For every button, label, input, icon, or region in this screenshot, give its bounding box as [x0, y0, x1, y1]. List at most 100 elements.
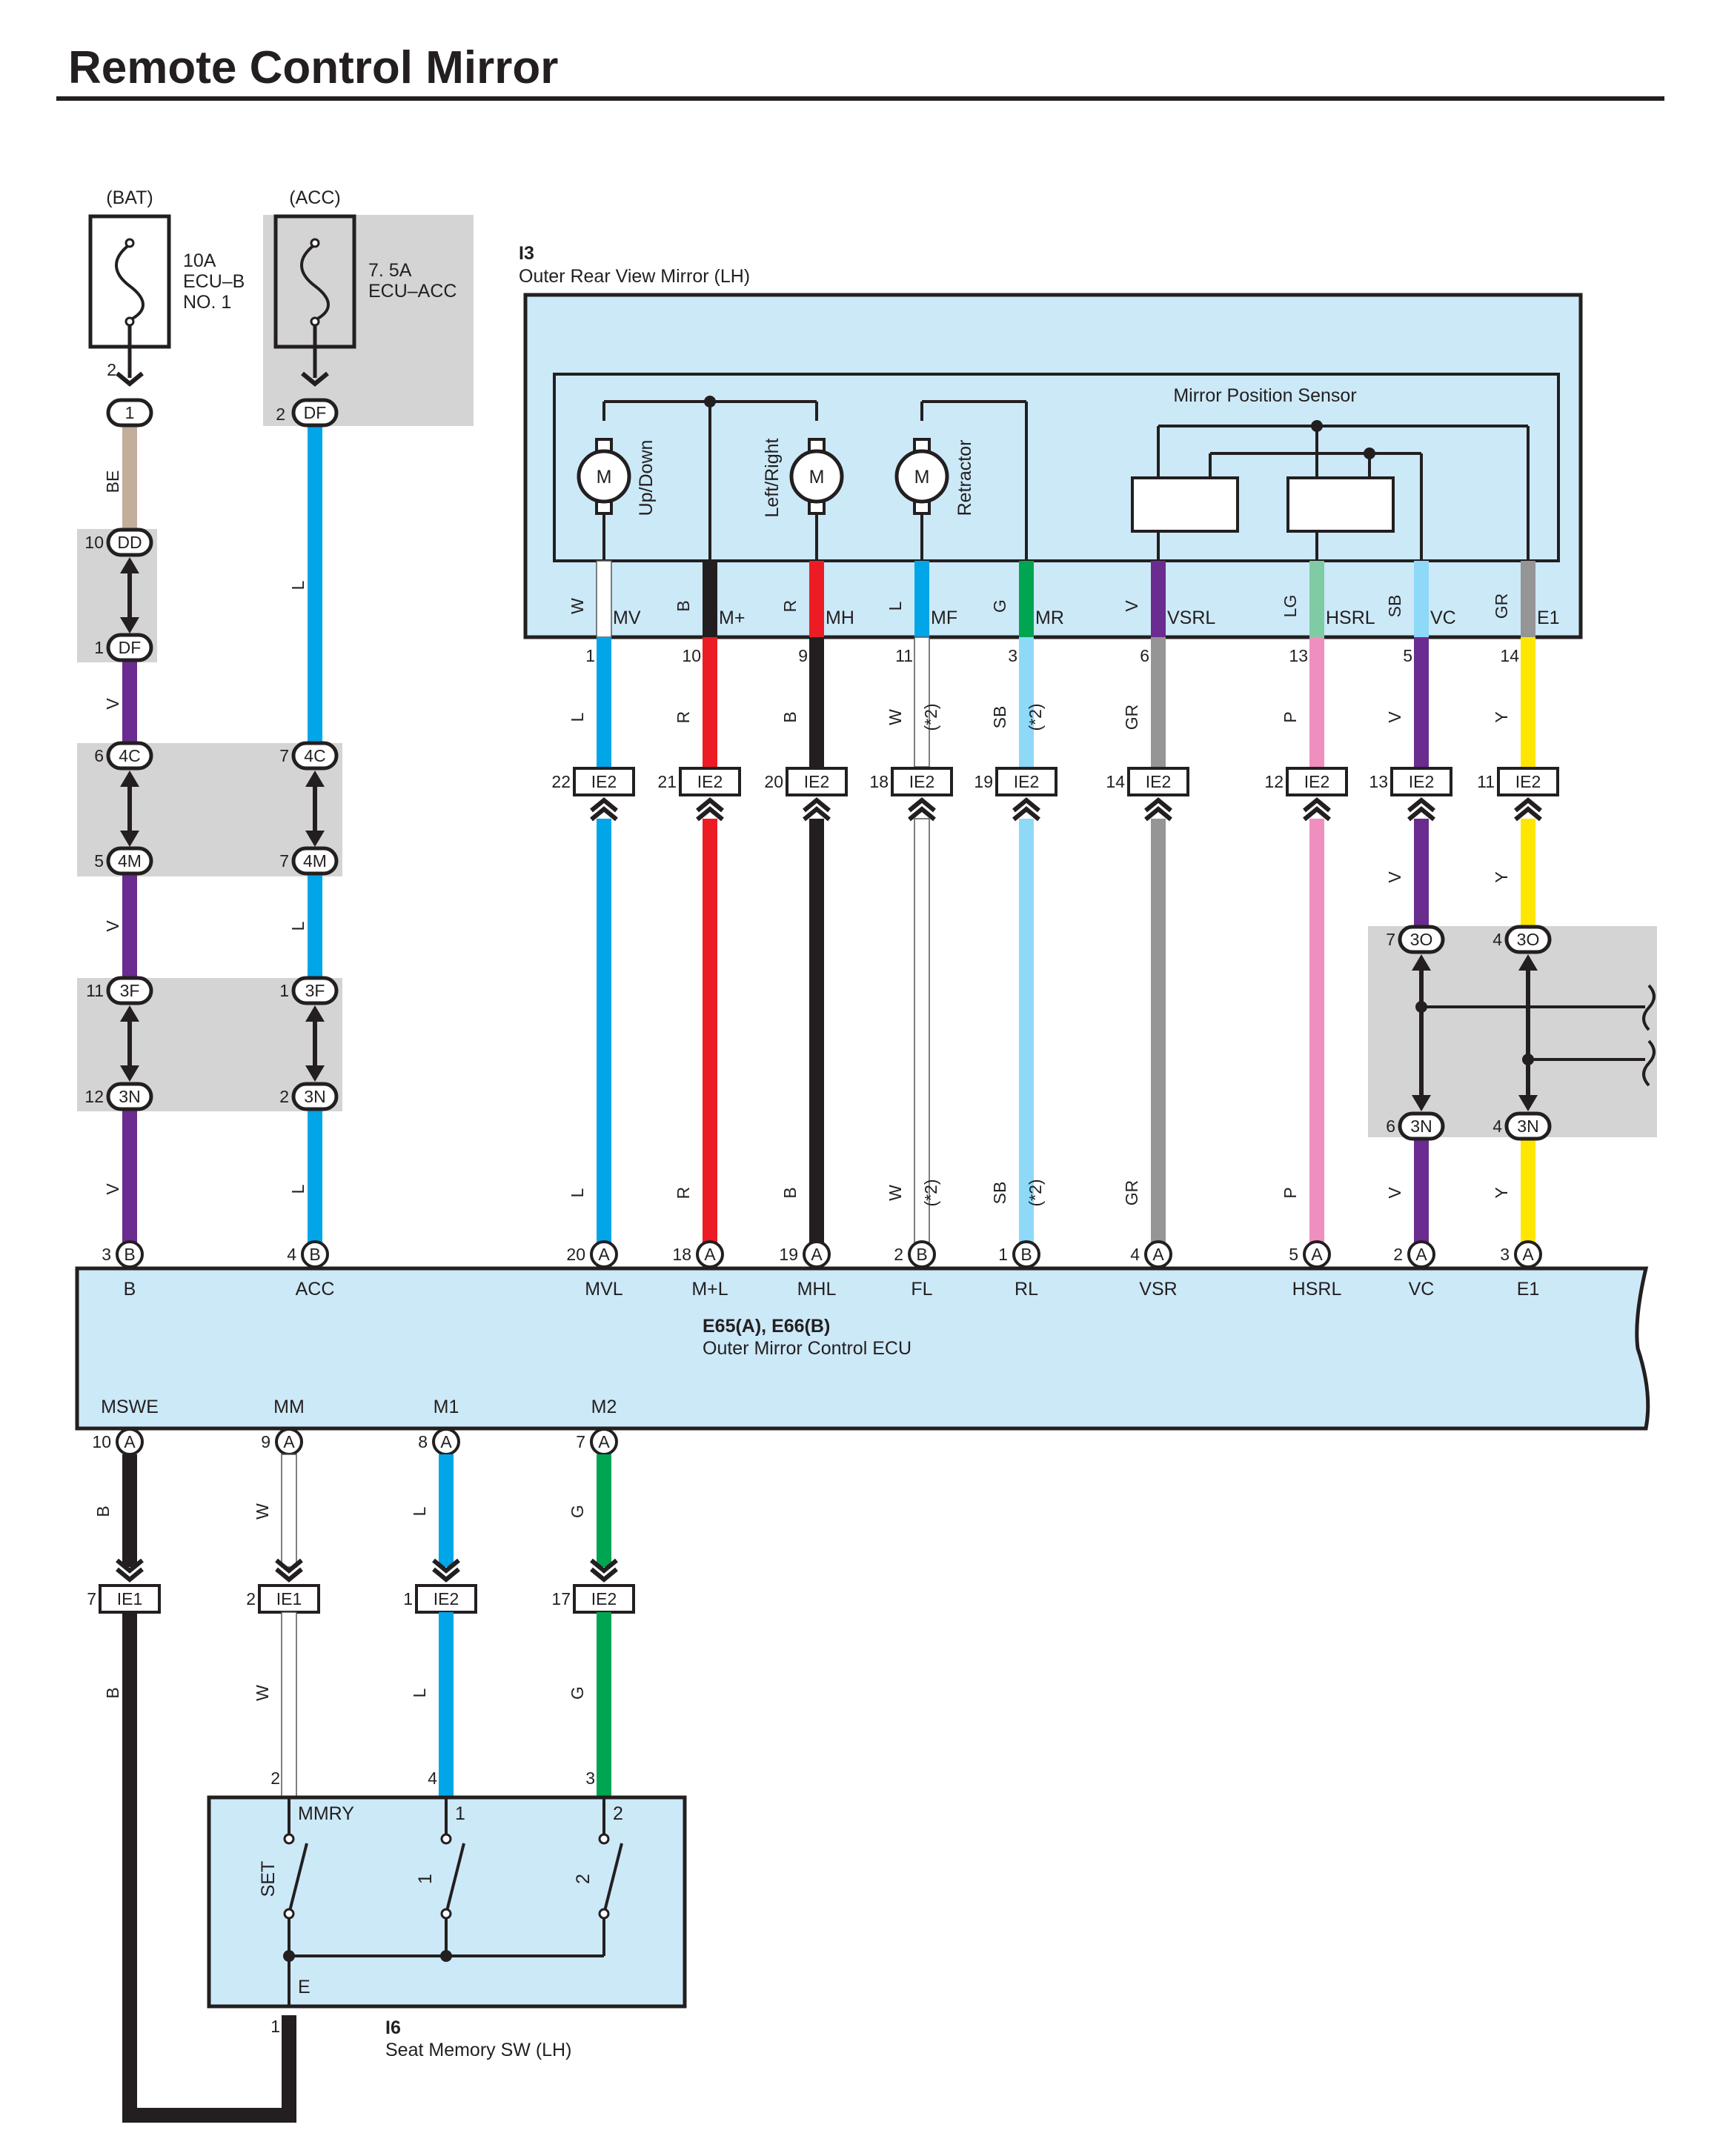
ecu-top-pin — [1144, 1240, 1172, 1268]
lower-wire-lower — [281, 1611, 297, 1797]
terminal-wire-color: R — [780, 600, 800, 613]
ecu-top-pin — [1303, 1240, 1331, 1268]
chevron-down — [116, 1567, 144, 1583]
connector-label: IE2 — [804, 772, 830, 791]
terminal-wire-color: V — [1122, 600, 1141, 612]
chevron-up — [696, 806, 724, 822]
ecu-terminal-name: B — [124, 1279, 136, 1300]
wire — [308, 426, 322, 745]
connector-label: 3F — [120, 981, 140, 1000]
ecu-top-pin — [116, 1240, 144, 1268]
terminal-stub — [1521, 561, 1535, 637]
wire-color-code: B — [780, 711, 800, 722]
pin-number: 19 — [779, 1245, 798, 1264]
pin-number: 10 — [682, 646, 701, 665]
page-title: Remote Control Mirror — [68, 42, 558, 93]
lower-wire-lower — [439, 1612, 454, 1797]
connector-label: IE2 — [591, 1589, 617, 1608]
wire — [308, 874, 322, 978]
connector-label: 3F — [305, 981, 325, 1000]
pin-number: 1 — [94, 638, 104, 657]
motor-label: Left/Right — [762, 438, 783, 517]
pin-number: 14 — [1106, 772, 1125, 791]
lower-wire-upper — [597, 1454, 611, 1567]
ie-connector — [415, 1584, 477, 1614]
ecu-top-pin — [1407, 1240, 1435, 1268]
pin-number: 6 — [1140, 646, 1149, 665]
terminal-name: MV — [613, 608, 641, 628]
pin-number: 5 — [1289, 1245, 1298, 1264]
junction-dot — [1522, 1054, 1534, 1065]
component-name: Outer Rear View Mirror (LH) — [519, 266, 750, 287]
connector-label: A — [598, 1432, 610, 1451]
connector-label: 3N — [1517, 1117, 1538, 1136]
connector-label: B — [309, 1245, 320, 1264]
shaded-group-splice — [1368, 926, 1657, 1137]
connector-3o — [1504, 925, 1552, 954]
mirror-inner-box — [553, 373, 1560, 562]
mid-wire-lower — [1521, 1139, 1535, 1252]
component-code: I6 — [385, 2017, 401, 2038]
pin-number: 18 — [672, 1245, 691, 1264]
arrow-head-up — [120, 771, 139, 787]
connector-3n — [1398, 1111, 1445, 1141]
wire-color-code: Y — [1492, 1187, 1511, 1198]
ecu-terminal-name: M+L — [691, 1279, 728, 1300]
lower-wire-upper — [439, 1454, 454, 1567]
lower-wire-upper — [281, 1454, 297, 1568]
arrow-head-down — [1412, 1095, 1431, 1111]
terminal-stub — [703, 561, 717, 637]
terminal-stub — [1414, 561, 1429, 637]
lower-wire-upper — [122, 1454, 137, 1567]
connector-3f — [291, 976, 339, 1005]
ie-connector — [891, 767, 953, 796]
fuse-name: ECU–ACC — [368, 281, 456, 302]
connector-label: 4C — [304, 746, 325, 765]
switch-label: 2 — [573, 1874, 594, 1884]
wire — [122, 1109, 137, 1252]
connector-label: B — [1020, 1245, 1032, 1264]
fuse-source-label: (ACC) — [289, 187, 340, 208]
pin-number: 6 — [94, 746, 104, 765]
switch-contact — [598, 1833, 610, 1845]
chevron-up — [1407, 797, 1435, 813]
connector-4m — [291, 846, 339, 876]
mid-wire-lower — [1414, 1139, 1429, 1252]
chevron-up — [590, 806, 618, 822]
arrow-head-up — [1412, 954, 1431, 971]
connector-label: 1 — [125, 403, 135, 422]
terminal-name: VSRL — [1167, 608, 1215, 628]
motor-icon — [577, 449, 631, 504]
connector-label: 3N — [119, 1087, 140, 1106]
wire-color-code: L — [288, 580, 308, 590]
wire-color-code: P — [1281, 1187, 1300, 1198]
switch-blade — [602, 1843, 623, 1914]
wire-color-code: L — [410, 1688, 429, 1697]
wire-color-code: GR — [1122, 705, 1141, 731]
terminal-stub — [596, 560, 612, 638]
lower-wire-lower — [597, 1612, 611, 1797]
terminal-wire-color: G — [990, 599, 1009, 613]
wire-color-code: L — [288, 1184, 308, 1194]
pin-number: 2 — [276, 405, 285, 424]
pin-number: 5 — [1403, 646, 1412, 665]
pin-number: 4 — [1492, 930, 1502, 949]
connector-label: 3O — [1410, 930, 1433, 949]
pin-number: 20 — [566, 1245, 585, 1264]
mid-wire-upper — [1309, 637, 1324, 767]
pin-number: 11 — [1477, 772, 1495, 791]
pin-number: 13 — [1369, 772, 1388, 791]
ie-connector — [995, 767, 1057, 796]
connector-label: IE2 — [697, 772, 723, 791]
chevron-up — [1407, 806, 1435, 822]
position-sensor-horizontal — [1286, 476, 1395, 533]
pin-number: 19 — [974, 772, 993, 791]
wire-color-code: B — [780, 1187, 800, 1198]
pin-number: 2 — [1393, 1245, 1403, 1264]
chevron-down — [432, 1567, 460, 1583]
position-sensor-vertical — [1131, 476, 1239, 533]
chevron-down — [301, 371, 329, 387]
wire-color-code: P — [1281, 711, 1300, 722]
pin-number: 9 — [798, 646, 808, 665]
